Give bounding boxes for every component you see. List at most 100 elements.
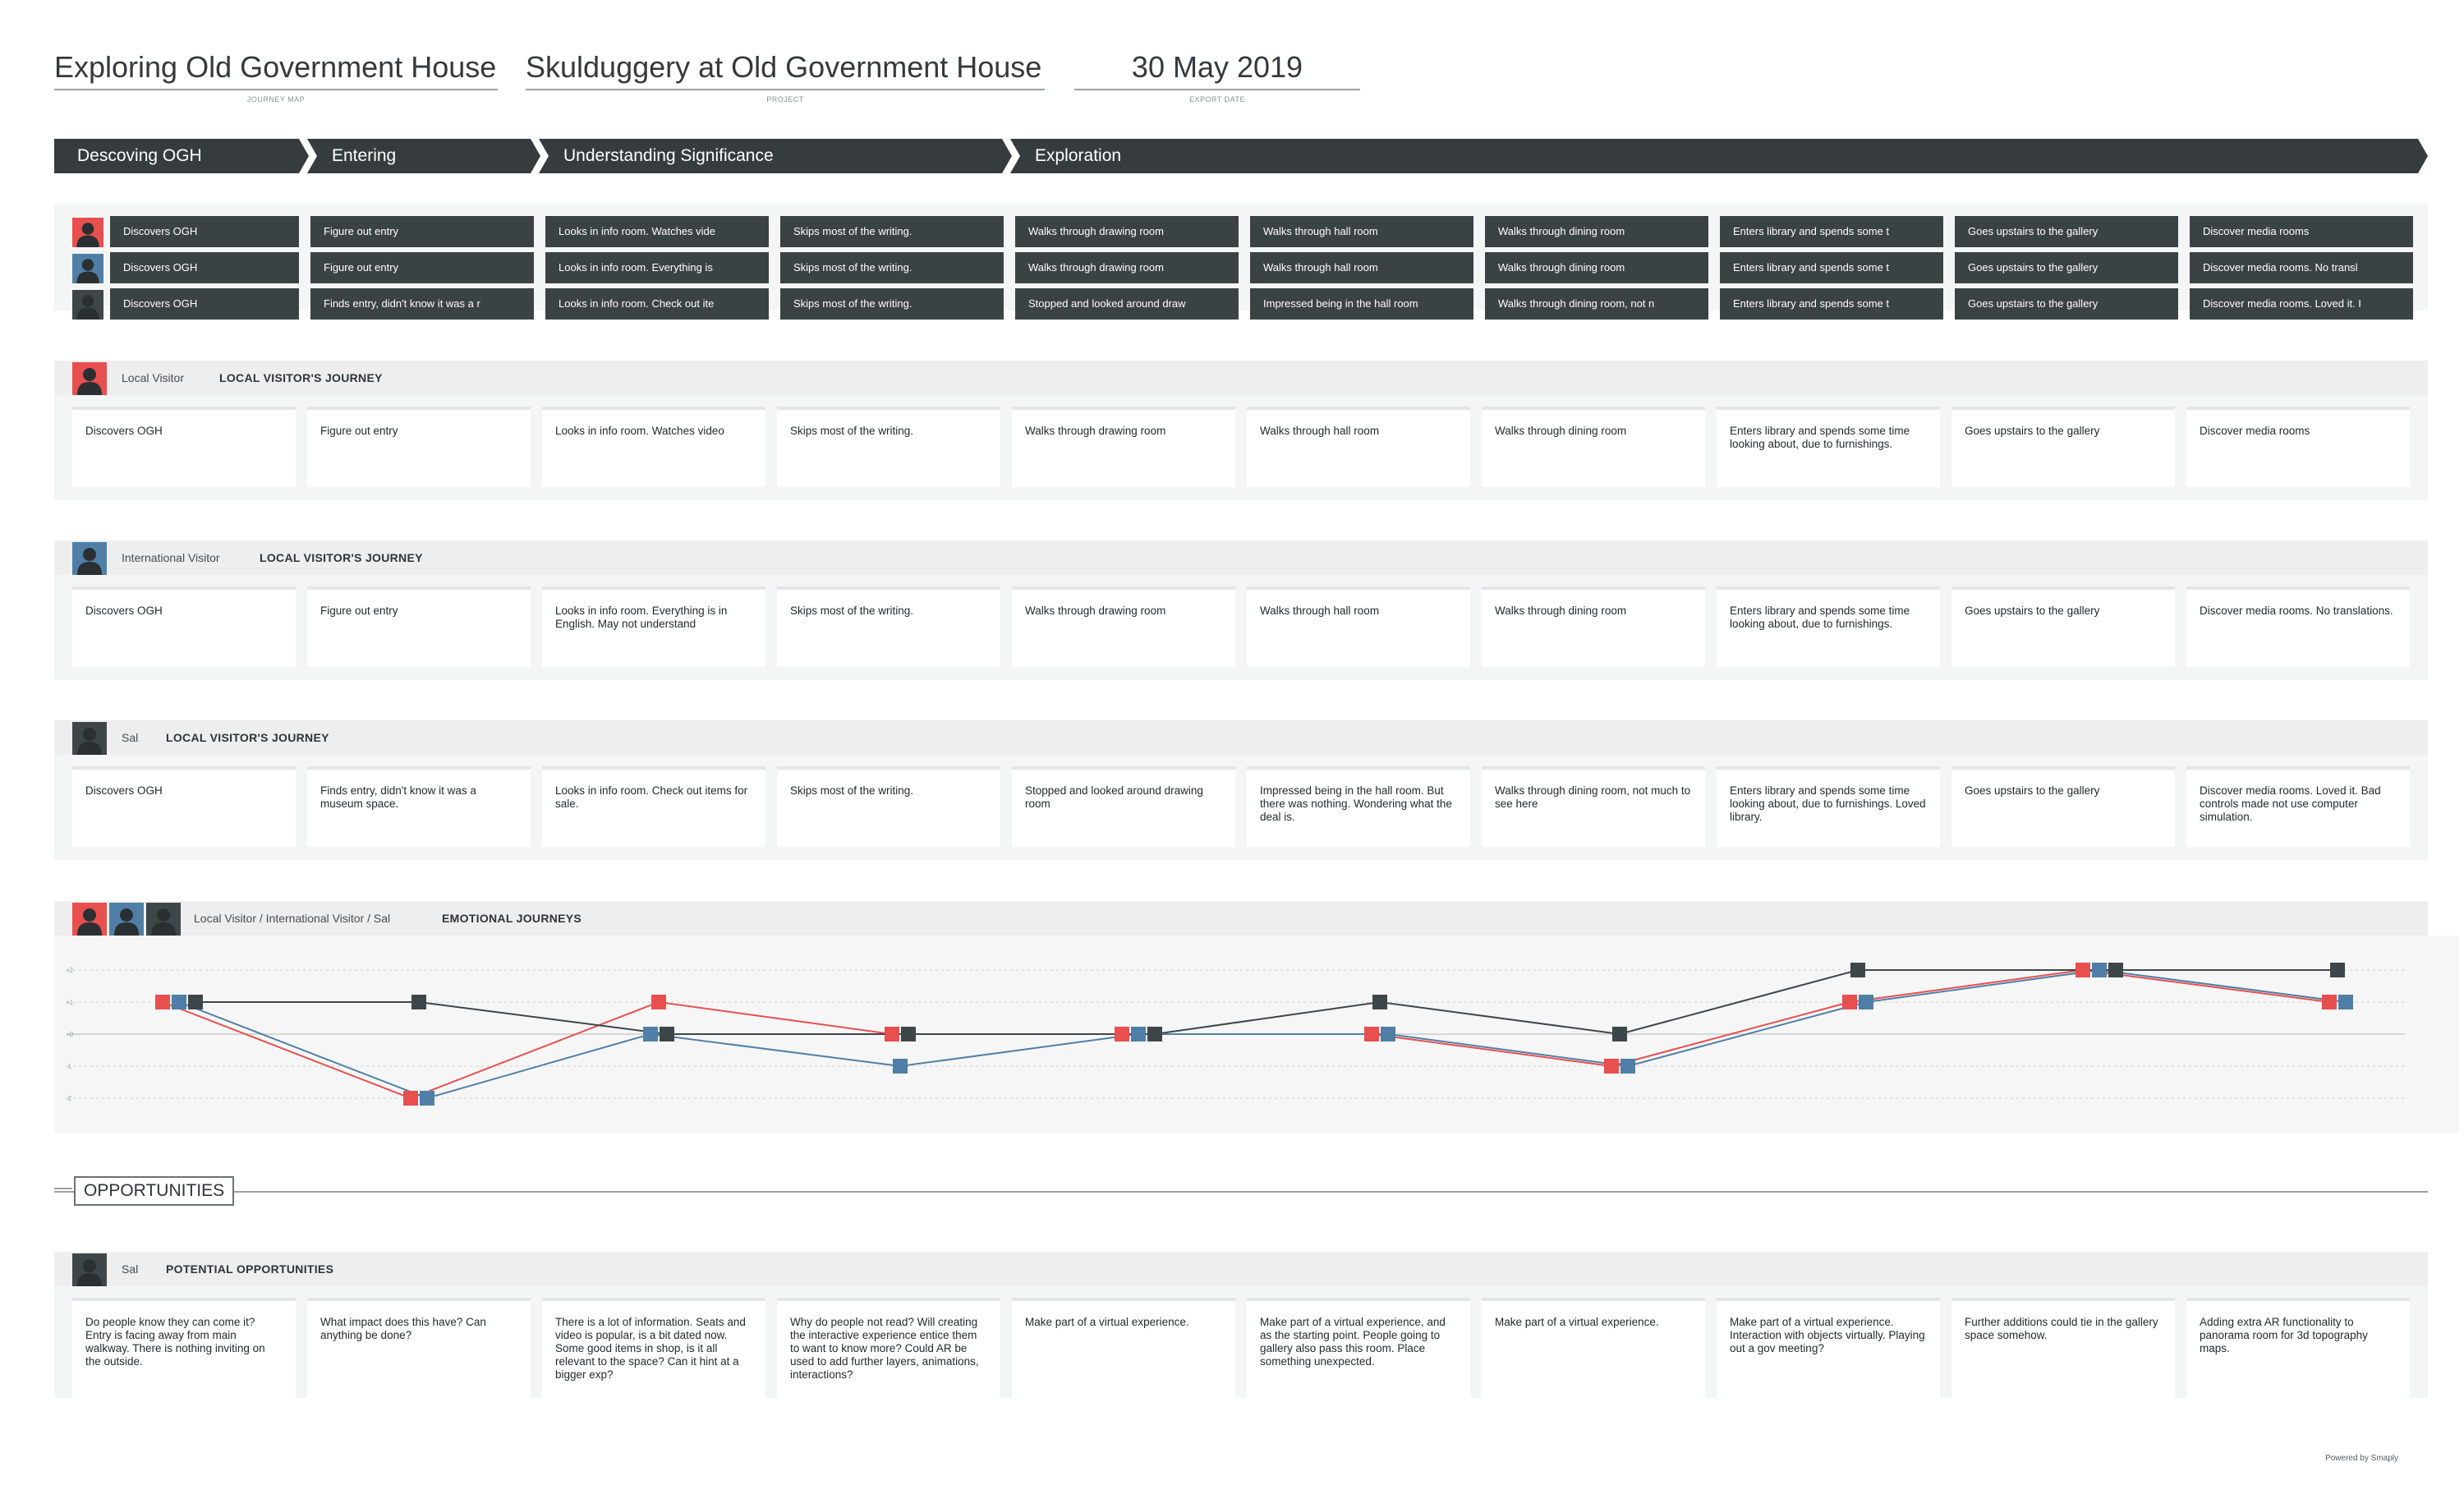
data-point-international-visitor[interactable] <box>2092 963 2107 977</box>
journey-card[interactable]: Discovers OGH <box>72 766 296 847</box>
sal-avatar[interactable] <box>72 1253 107 1286</box>
journey-card[interactable]: Walks through drawing room <box>1012 407 1235 487</box>
data-point-international-visitor[interactable] <box>893 1059 908 1074</box>
opportunity-card[interactable]: There is a lot of information. Seats and… <box>542 1298 765 1398</box>
overview-cell[interactable]: Looks in info room. Everything is <box>545 252 769 283</box>
journey-card[interactable]: Enters library and spends some time look… <box>1717 407 1940 487</box>
journey-card[interactable]: Goes upstairs to the gallery <box>1951 407 2175 487</box>
journey-card[interactable]: Walks through hall room <box>1247 407 1470 487</box>
overview-cell[interactable]: Discovers OGH <box>110 288 299 320</box>
phase-understanding-significance[interactable]: Understanding Significance <box>539 139 1012 173</box>
data-point-sal[interactable] <box>1372 995 1387 1009</box>
journey-card[interactable]: Walks through hall room <box>1247 586 1470 667</box>
journey-card[interactable]: Walks through dining room, not much to s… <box>1482 766 1705 847</box>
overview-cell[interactable]: Discover media rooms. Loved it. I <box>2190 288 2413 320</box>
sal-avatar[interactable] <box>72 290 103 320</box>
opportunity-card[interactable]: Why do people not read? Will creating th… <box>777 1298 1000 1398</box>
journey-map-title[interactable]: Exploring Old Government House <box>54 48 498 90</box>
export-date-value[interactable]: 30 May 2019 <box>1074 48 1360 90</box>
overview-cell[interactable]: Enters library and spends some t <box>1720 288 1943 320</box>
phase-discovering[interactable]: Descoving OGH <box>54 139 309 173</box>
local-visitor-avatar[interactable] <box>72 362 107 395</box>
powered-by[interactable]: Powered by Smaply <box>2325 1454 2398 1463</box>
overview-cell[interactable]: Walks through hall room <box>1250 252 1473 283</box>
journey-card[interactable]: Discovers OGH <box>72 586 296 667</box>
opportunity-card[interactable]: Do people know they can come it? Entry i… <box>72 1298 296 1398</box>
data-point-local-visitor[interactable] <box>1604 1059 1619 1074</box>
phase-entering[interactable]: Entering <box>307 139 540 173</box>
international-visitor-avatar[interactable] <box>109 903 144 936</box>
overview-cell[interactable]: Goes upstairs to the gallery <box>1955 252 2178 283</box>
journey-card[interactable]: Walks through dining room <box>1482 407 1705 487</box>
opportunity-card[interactable]: Further additions could tie in the galle… <box>1951 1298 2175 1398</box>
data-point-international-visitor[interactable] <box>643 1027 658 1041</box>
sal-avatar[interactable] <box>146 903 181 936</box>
overview-cell[interactable]: Skips most of the writing. <box>780 216 1004 247</box>
journey-card[interactable]: Goes upstairs to the gallery <box>1951 766 2175 847</box>
journey-card[interactable]: Enters library and spends some time look… <box>1717 766 1940 847</box>
journey-card[interactable]: Discover media rooms. No translations. <box>2186 586 2410 667</box>
overview-cell[interactable]: Looks in info room. Check out ite <box>545 288 769 320</box>
data-point-international-visitor[interactable] <box>420 1091 434 1106</box>
data-point-international-visitor[interactable] <box>1131 1027 1146 1041</box>
data-point-local-visitor[interactable] <box>1842 995 1857 1009</box>
opportunity-card[interactable]: Make part of a virtual experience. <box>1012 1298 1235 1398</box>
overview-cell[interactable]: Goes upstairs to the gallery <box>1955 216 2178 247</box>
journey-card[interactable]: Looks in info room. Everything is in Eng… <box>542 586 765 667</box>
international-visitor-avatar[interactable] <box>72 254 103 283</box>
journey-card[interactable]: Skips most of the writing. <box>777 586 1000 667</box>
overview-cell[interactable]: Discovers OGH <box>110 252 299 283</box>
journey-card[interactable]: Discover media rooms <box>2186 407 2410 487</box>
data-point-sal[interactable] <box>901 1027 916 1041</box>
data-point-sal[interactable] <box>2108 963 2123 977</box>
phase-exploration[interactable]: Exploration <box>1010 139 2428 173</box>
journey-card[interactable]: Skips most of the writing. <box>777 766 1000 847</box>
overview-cell[interactable]: Impressed being in the hall room <box>1250 288 1473 320</box>
overview-cell[interactable]: Walks through hall room <box>1250 216 1473 247</box>
overview-cell[interactable]: Walks through dining room <box>1485 216 1708 247</box>
overview-cell[interactable]: Enters library and spends some t <box>1720 252 1943 283</box>
overview-cell[interactable]: Discover media rooms <box>2190 216 2413 247</box>
data-point-international-visitor[interactable] <box>1859 995 1873 1009</box>
data-point-sal[interactable] <box>1850 963 1865 977</box>
data-point-sal[interactable] <box>411 995 426 1009</box>
journey-card[interactable]: Finds entry, didn't know it was a museum… <box>307 766 531 847</box>
journey-card[interactable]: Impressed being in the hall room. But th… <box>1247 766 1470 847</box>
data-point-international-visitor[interactable] <box>1381 1027 1395 1041</box>
data-point-local-visitor[interactable] <box>2322 995 2337 1009</box>
data-point-international-visitor[interactable] <box>172 995 186 1009</box>
opportunity-card[interactable]: Adding extra AR functionality to panoram… <box>2186 1298 2410 1398</box>
journey-card[interactable]: Skips most of the writing. <box>777 407 1000 487</box>
overview-cell[interactable]: Discovers OGH <box>110 216 299 247</box>
overview-cell[interactable]: Discover media rooms. No transl <box>2190 252 2413 283</box>
overview-cell[interactable]: Figure out entry <box>310 216 534 247</box>
local-visitor-avatar[interactable] <box>72 218 103 247</box>
journey-card[interactable]: Looks in info room. Check out items for … <box>542 766 765 847</box>
overview-cell[interactable]: Walks through drawing room <box>1015 216 1239 247</box>
sal-avatar[interactable] <box>72 722 107 755</box>
opportunity-card[interactable]: Make part of a virtual experience. Inter… <box>1717 1298 1940 1398</box>
data-point-sal[interactable] <box>188 995 203 1009</box>
overview-cell[interactable]: Walks through dining room, not n <box>1485 288 1708 320</box>
data-point-sal[interactable] <box>1147 1027 1162 1041</box>
overview-cell[interactable]: Walks through dining room <box>1485 252 1708 283</box>
journey-card[interactable]: Discover media rooms. Loved it. Bad cont… <box>2186 766 2410 847</box>
overview-cell[interactable]: Enters library and spends some t <box>1720 216 1943 247</box>
journey-card[interactable]: Goes upstairs to the gallery <box>1951 586 2175 667</box>
international-visitor-avatar[interactable] <box>72 542 107 575</box>
data-point-sal[interactable] <box>2330 963 2345 977</box>
journey-card[interactable]: Discovers OGH <box>72 407 296 487</box>
overview-cell[interactable]: Looks in info room. Watches vide <box>545 216 769 247</box>
journey-card[interactable]: Looks in info room. Watches video <box>542 407 765 487</box>
journey-card[interactable]: Walks through drawing room <box>1012 586 1235 667</box>
data-point-local-visitor[interactable] <box>1364 1027 1379 1041</box>
journey-card[interactable]: Figure out entry <box>307 586 531 667</box>
data-point-local-visitor[interactable] <box>155 995 170 1009</box>
data-point-local-visitor[interactable] <box>651 995 666 1009</box>
data-point-international-visitor[interactable] <box>2338 995 2353 1009</box>
overview-cell[interactable]: Walks through drawing room <box>1015 252 1239 283</box>
journey-card[interactable]: Enters library and spends some time look… <box>1717 586 1940 667</box>
project-title[interactable]: Skulduggery at Old Government House <box>526 48 1045 90</box>
overview-cell[interactable]: Goes upstairs to the gallery <box>1955 288 2178 320</box>
opportunity-card[interactable]: Make part of a virtual experience. <box>1482 1298 1705 1398</box>
